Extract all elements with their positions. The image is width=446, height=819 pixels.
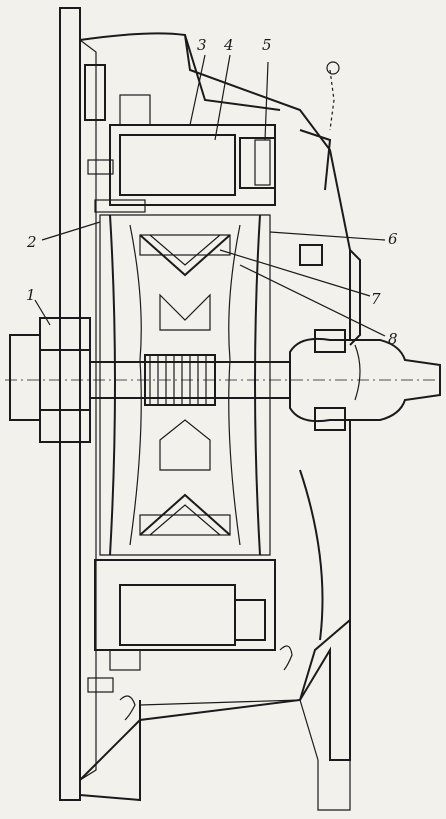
- callout-6: 6: [388, 230, 398, 248]
- upper-stator: [84, 64, 276, 206]
- outer-housing: [79, 32, 361, 811]
- callout-2: 2: [26, 233, 37, 251]
- leader-lines: [34, 54, 386, 337]
- callout-7: 7: [371, 290, 381, 308]
- left-housing-flange: [59, 7, 97, 801]
- callout-4: 4: [223, 36, 234, 54]
- disc-assembly: [99, 214, 271, 556]
- fasteners: [87, 61, 361, 721]
- callout-1: 1: [26, 286, 36, 304]
- main-shaft: [5, 317, 441, 443]
- callout-5: 5: [262, 36, 272, 54]
- callout-labels: 1 2 3 4 5 6 7 8: [26, 36, 398, 348]
- lower-stator: [94, 559, 276, 671]
- callout-8: 8: [388, 330, 398, 348]
- callout-3: 3: [197, 36, 207, 54]
